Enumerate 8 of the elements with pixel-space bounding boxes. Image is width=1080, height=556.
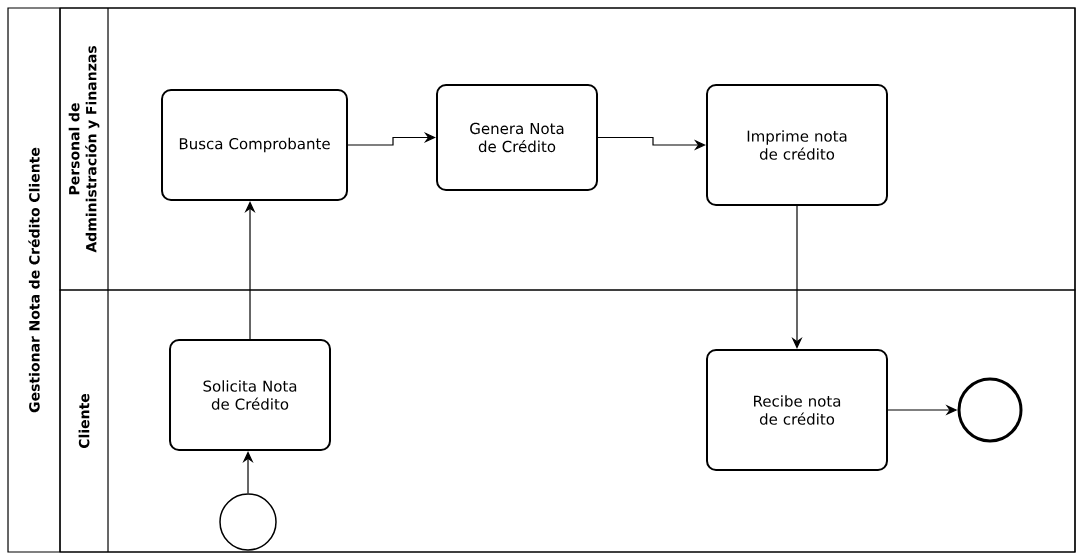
start-event-circle — [219, 493, 277, 551]
task-box: Imprime nota de crédito — [706, 84, 888, 206]
task-box: Recibe nota de crédito — [706, 349, 888, 471]
end-event-circle — [957, 377, 1023, 443]
task-box: Genera Nota de Crédito — [436, 84, 598, 191]
task-box: Solicita Nota de Crédito — [169, 339, 331, 451]
task-box: Busca Comprobante — [161, 89, 348, 201]
arrow — [347, 131, 436, 146]
